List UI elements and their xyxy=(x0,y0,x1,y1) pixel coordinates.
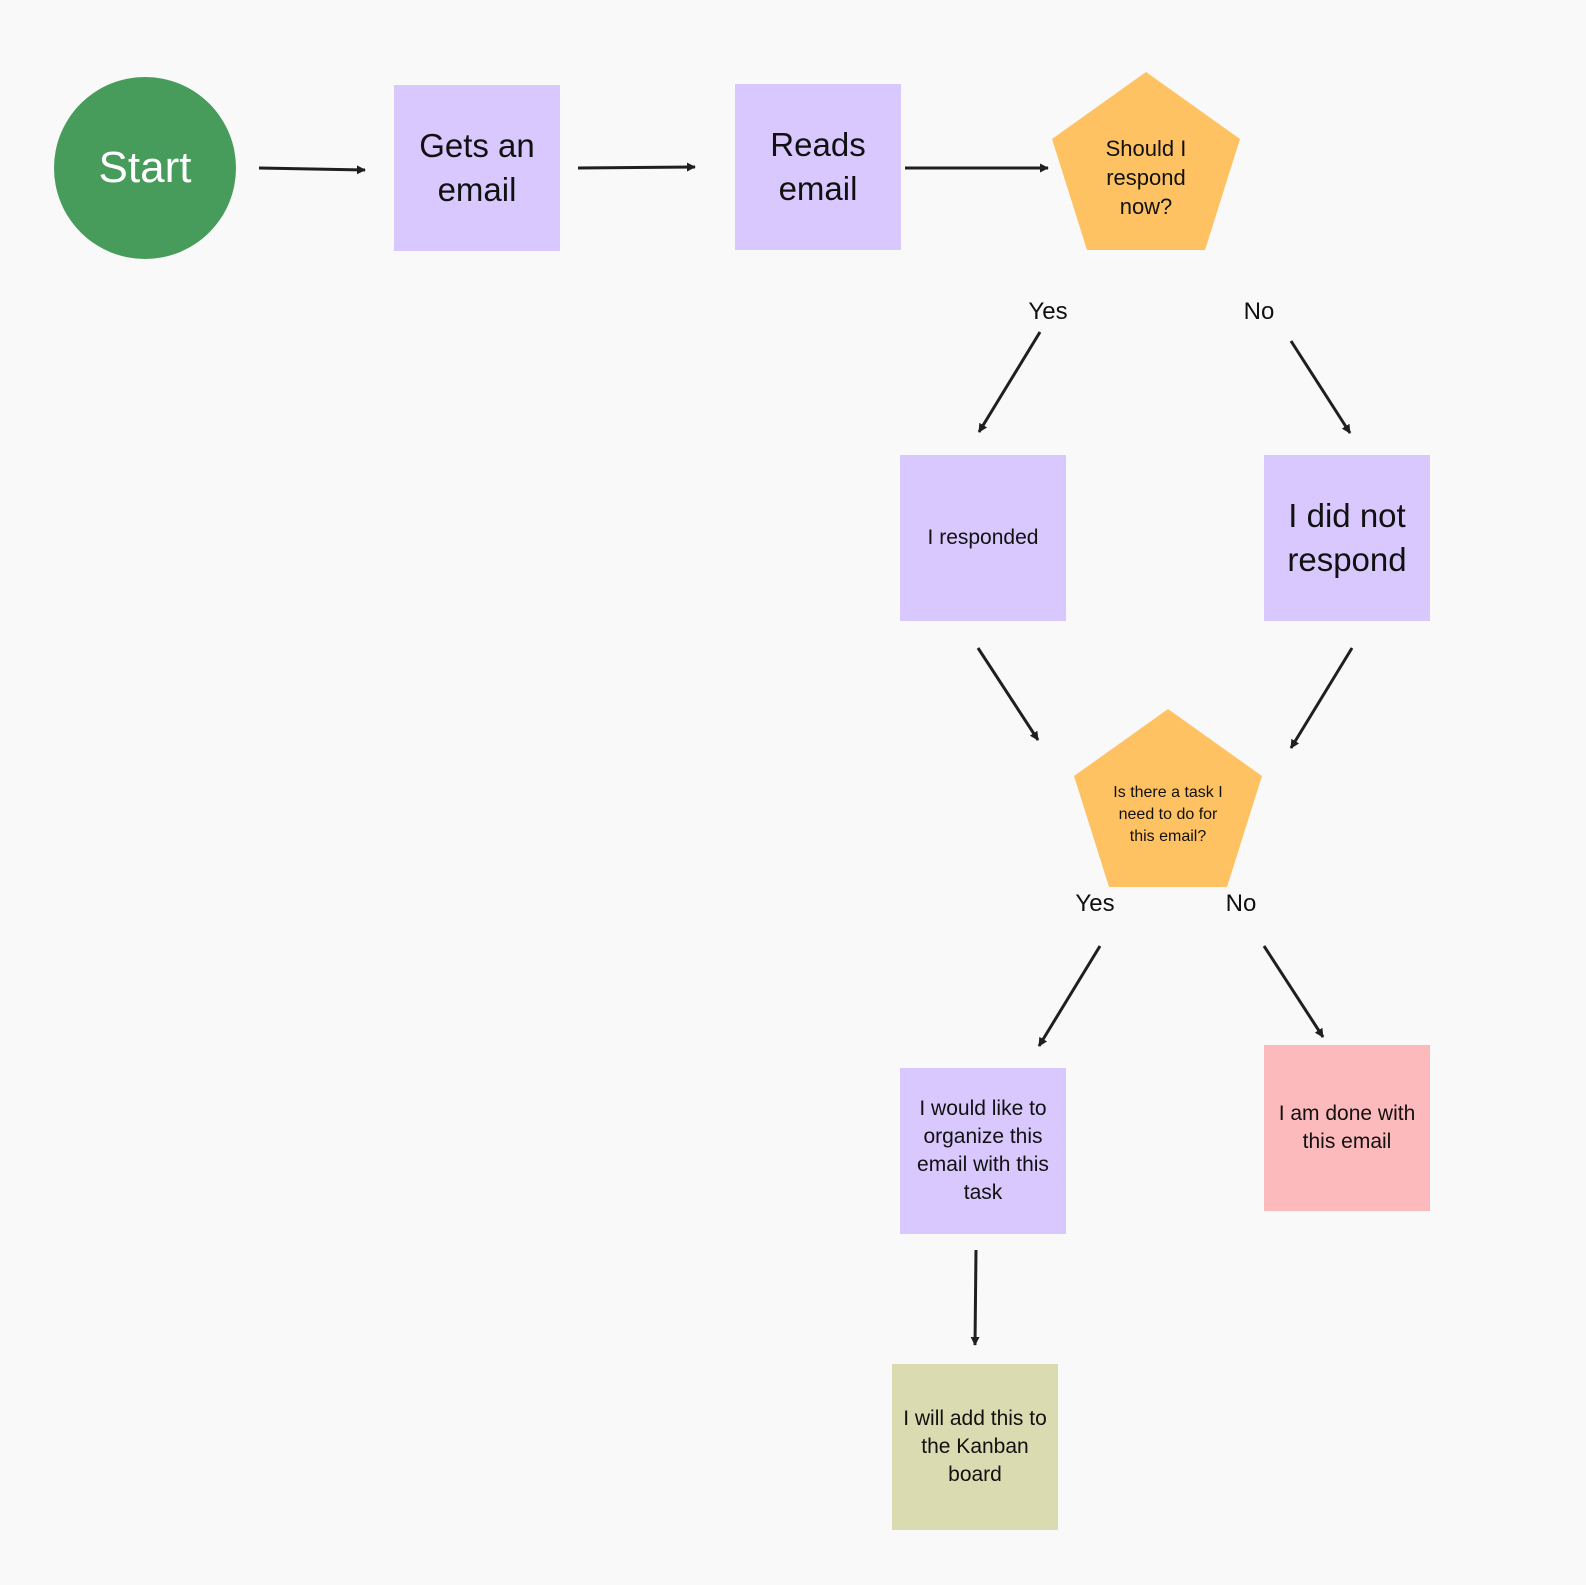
decision-respond-label: Should I respond now? xyxy=(1105,136,1187,219)
task-no-label: No xyxy=(1225,890,1257,917)
reads-email-node: Reads email xyxy=(735,84,901,250)
task-yes-label: Yes xyxy=(1075,890,1115,917)
arrow-task-no-to-done xyxy=(1262,945,1325,1038)
not-responded-label: I did not respond xyxy=(1287,497,1407,578)
arrow-start-to-gets-email xyxy=(258,165,366,175)
respond-no-label: No xyxy=(1243,298,1275,325)
arrow-not-responded-to-task-decision xyxy=(1289,647,1354,749)
responded-node: I responded xyxy=(900,455,1066,621)
arrow-yes-to-responded xyxy=(977,331,1042,433)
arrow-responded-to-task-decision xyxy=(976,647,1040,741)
arrow-no-to-not-responded xyxy=(1289,340,1352,434)
gets-email-label: Gets an email xyxy=(419,127,535,208)
decision-task-shape xyxy=(1074,709,1262,887)
not-responded-node: I did not respond xyxy=(1264,455,1430,621)
respond-yes-label: Yes xyxy=(1028,298,1068,325)
organize-node: I would like to organize this email with… xyxy=(900,1068,1066,1234)
arrow-gets-email-to-reads-email xyxy=(577,162,696,172)
done-node: I am done with this email xyxy=(1264,1045,1430,1211)
kanban-node: I will add this to the Kanban board xyxy=(892,1364,1058,1530)
decision-respond-node: Should I respond now? xyxy=(1052,72,1240,250)
organize-label: I would like to organize this email with… xyxy=(917,1097,1049,1204)
arrow-organize-to-kanban xyxy=(970,1249,980,1346)
decision-task-node: Is there a task I need to do for this em… xyxy=(1074,709,1262,887)
decision-task-label: Is there a task I need to do for this em… xyxy=(1113,784,1223,845)
kanban-label: I will add this to the Kanban board xyxy=(903,1407,1047,1486)
start-label: Start xyxy=(98,143,192,192)
responded-label: I responded xyxy=(927,526,1039,549)
done-label: I am done with this email xyxy=(1278,1102,1416,1153)
gets-email-node: Gets an email xyxy=(394,85,560,251)
reads-email-label: Reads email xyxy=(770,126,866,207)
start-node: Start xyxy=(54,77,236,259)
decision-respond-shape xyxy=(1052,72,1240,250)
arrow-task-yes-to-organize xyxy=(1037,945,1102,1047)
